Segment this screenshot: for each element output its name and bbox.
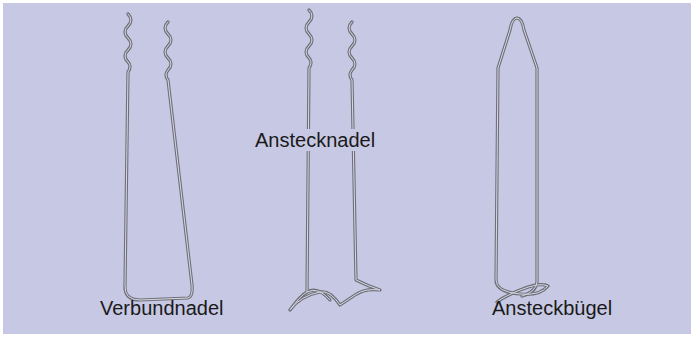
part-label: Verbundnadel: [98, 297, 225, 319]
part-label: Anstecknadel: [253, 129, 377, 151]
background-panel: [3, 3, 691, 334]
part-label: Ansteckbügel: [490, 297, 614, 319]
